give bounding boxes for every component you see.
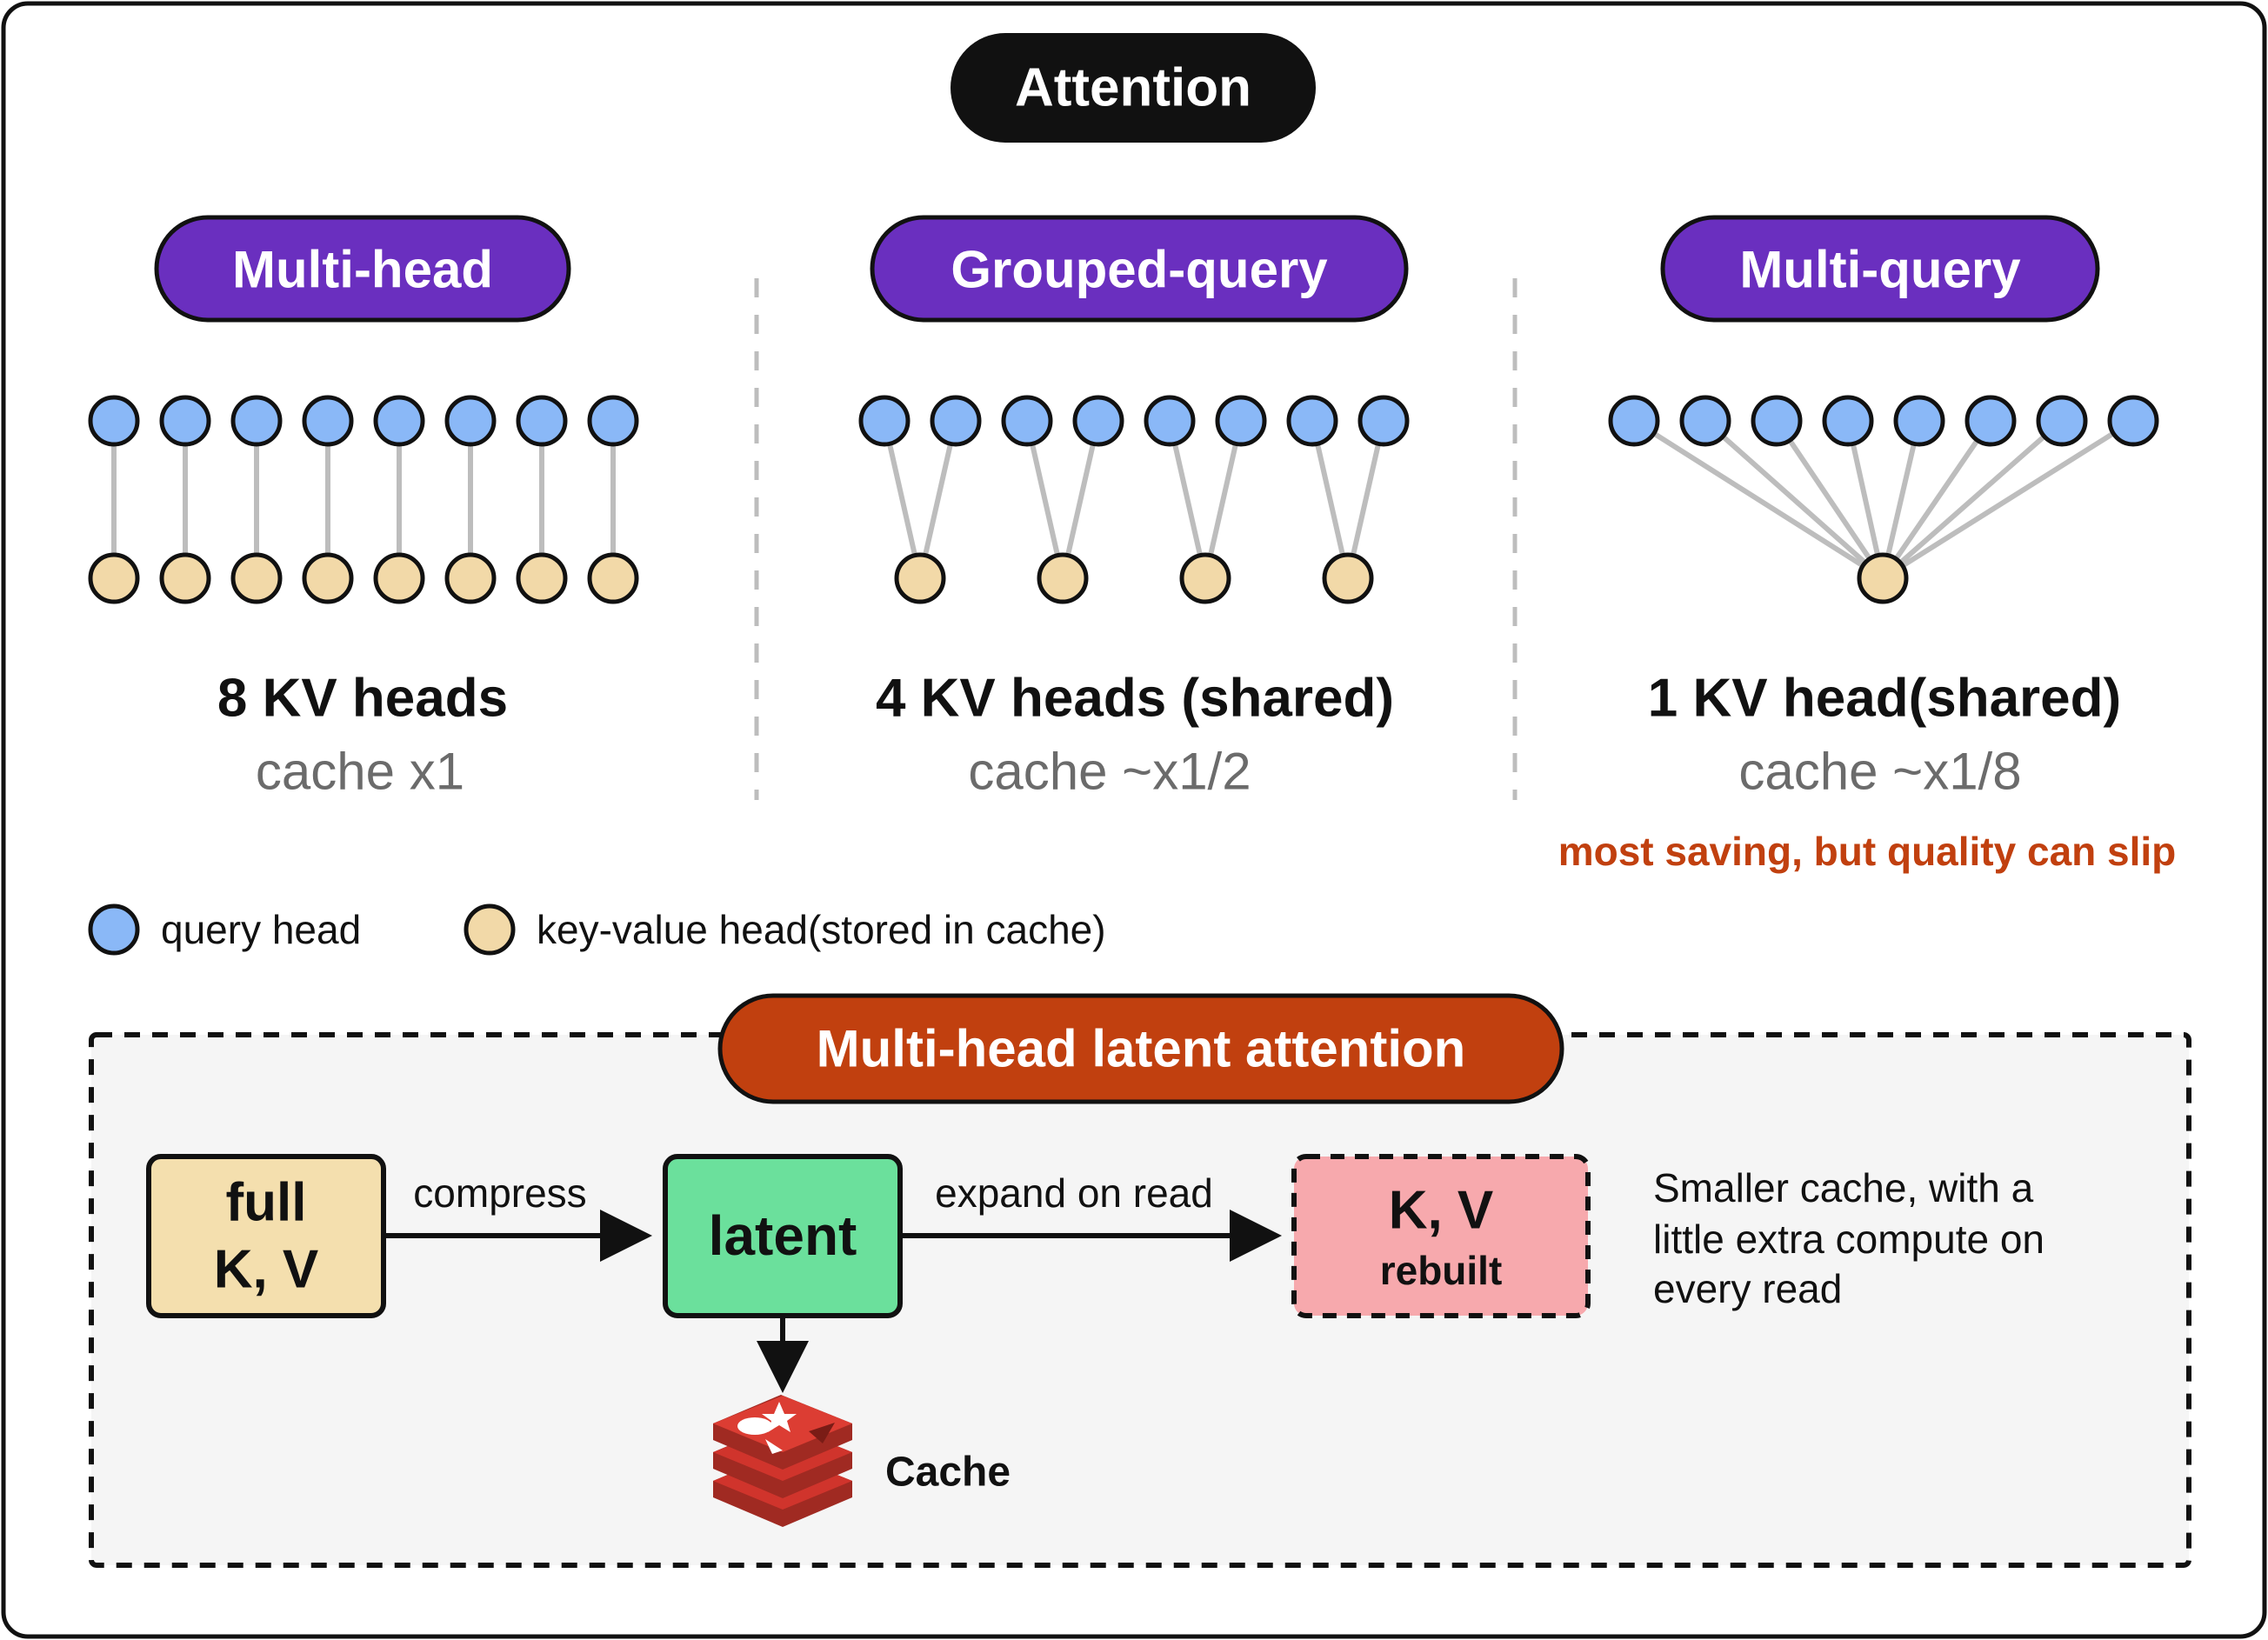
query-head bbox=[1215, 395, 1267, 447]
full-kv-line1: full bbox=[226, 1173, 307, 1233]
kv-head bbox=[302, 552, 354, 604]
query-head bbox=[1608, 395, 1660, 447]
query-head bbox=[1286, 395, 1338, 447]
head-connector bbox=[1345, 420, 1386, 579]
kv-head bbox=[516, 552, 568, 604]
kv-head bbox=[444, 552, 497, 604]
query-head bbox=[858, 395, 911, 447]
section-grouped-query: Grouped-query 4 KV heads (shared) cache … bbox=[858, 215, 1410, 801]
query-head bbox=[1893, 395, 1945, 447]
query-head bbox=[302, 395, 354, 447]
kv-head bbox=[1322, 552, 1374, 604]
head-connector bbox=[882, 420, 923, 579]
head-connector bbox=[1881, 418, 2064, 581]
query-head bbox=[373, 395, 425, 447]
kv-head bbox=[373, 552, 425, 604]
legend-kv-label: key-value head(stored in cache) bbox=[537, 907, 1106, 952]
query-head bbox=[1144, 395, 1196, 447]
kv-head bbox=[1037, 552, 1089, 604]
kv-head bbox=[1857, 552, 1909, 604]
head-graph bbox=[88, 395, 639, 604]
head-connector bbox=[1203, 420, 1244, 579]
query-head bbox=[2107, 395, 2159, 447]
query-head bbox=[1679, 395, 1731, 447]
head-connector bbox=[1845, 420, 1885, 579]
rebuilt-kv-box bbox=[1291, 1154, 1591, 1318]
mla-desc-line3: every read bbox=[1653, 1266, 1842, 1311]
query-head bbox=[159, 395, 211, 447]
mla-desc-line1: Smaller cache, with a bbox=[1653, 1165, 2034, 1210]
cache-icon bbox=[713, 1395, 852, 1527]
section-title: Multi-query bbox=[1739, 241, 2021, 299]
head-graph bbox=[1608, 395, 2159, 604]
cache-label: Cache bbox=[885, 1450, 1011, 1496]
heads-label: 1 KV head(shared) bbox=[1648, 669, 2121, 729]
head-connector bbox=[1881, 418, 2135, 581]
query-head bbox=[2036, 395, 2088, 447]
section-multi-head: Multi-head 8 KV heads cache x1 bbox=[88, 215, 639, 801]
section-pill bbox=[154, 215, 571, 323]
section-title: Grouped-query bbox=[951, 241, 1328, 299]
query-head bbox=[930, 395, 982, 447]
query-head bbox=[1001, 395, 1053, 447]
head-connector bbox=[1774, 419, 1885, 580]
title-pill: Attention bbox=[951, 33, 1316, 143]
query-head bbox=[1822, 395, 1874, 447]
kv-head bbox=[230, 552, 283, 604]
query-head bbox=[1751, 395, 1803, 447]
cache-label: cache ~x1/2 bbox=[968, 743, 1251, 801]
kv-head bbox=[894, 552, 946, 604]
query-head bbox=[88, 395, 140, 447]
head-connector bbox=[1024, 420, 1065, 579]
head-connector bbox=[1310, 420, 1351, 579]
query-head bbox=[1072, 395, 1124, 447]
mla-frame bbox=[89, 1032, 2191, 1568]
section-pill bbox=[870, 215, 1409, 323]
query-head bbox=[1964, 395, 2017, 447]
head-connector bbox=[1880, 419, 1993, 580]
legend: query head key-value head(stored in cach… bbox=[88, 903, 1106, 956]
cache-label: cache ~x1/8 bbox=[1738, 743, 2021, 801]
latent-label: latent bbox=[709, 1204, 857, 1267]
query-head bbox=[1357, 395, 1410, 447]
mla-title: Multi-head latent attention bbox=[817, 1020, 1466, 1078]
heads-label: 8 KV heads bbox=[217, 669, 508, 729]
query-head bbox=[587, 395, 639, 447]
compress-label: compress bbox=[413, 1170, 586, 1216]
mla-section: Multi-head latent attention full K, V co… bbox=[89, 993, 2191, 1568]
head-connector bbox=[1632, 418, 1884, 581]
head-connector bbox=[1167, 420, 1208, 579]
head-connector bbox=[917, 420, 958, 579]
head-graph bbox=[858, 395, 1410, 604]
section-title: Multi-head bbox=[232, 241, 493, 299]
head-connector bbox=[1704, 418, 1884, 581]
query-head bbox=[516, 395, 568, 447]
legend-kv-swatch bbox=[464, 903, 516, 956]
expand-label: expand on read bbox=[935, 1170, 1213, 1216]
heads-label: 4 KV heads (shared) bbox=[876, 669, 1394, 729]
section-pill bbox=[1660, 215, 2100, 323]
section-multi-query: Multi-query 1 KV head(shared) cache ~x1/… bbox=[1558, 215, 2177, 874]
tradeoff-note: most saving, but quality can slip bbox=[1558, 829, 2177, 874]
kv-head bbox=[159, 552, 211, 604]
head-connector bbox=[1060, 420, 1101, 579]
title-text: Attention bbox=[1015, 58, 1251, 118]
head-connector bbox=[1880, 420, 1922, 579]
kv-head bbox=[88, 552, 140, 604]
rebuilt-kv-line2: rebuilt bbox=[1380, 1248, 1503, 1293]
full-kv-line2: K, V bbox=[214, 1240, 319, 1300]
kv-head bbox=[587, 552, 639, 604]
rebuilt-kv-line1: K, V bbox=[1389, 1181, 1494, 1241]
kv-head bbox=[1179, 552, 1231, 604]
legend-query-label: query head bbox=[161, 907, 361, 952]
query-head bbox=[444, 395, 497, 447]
mla-desc-line2: little extra compute on bbox=[1653, 1217, 2045, 1262]
mla-title-pill bbox=[717, 993, 1564, 1104]
legend-query-swatch bbox=[88, 903, 140, 956]
query-head bbox=[230, 395, 283, 447]
cache-label: cache x1 bbox=[256, 743, 464, 801]
